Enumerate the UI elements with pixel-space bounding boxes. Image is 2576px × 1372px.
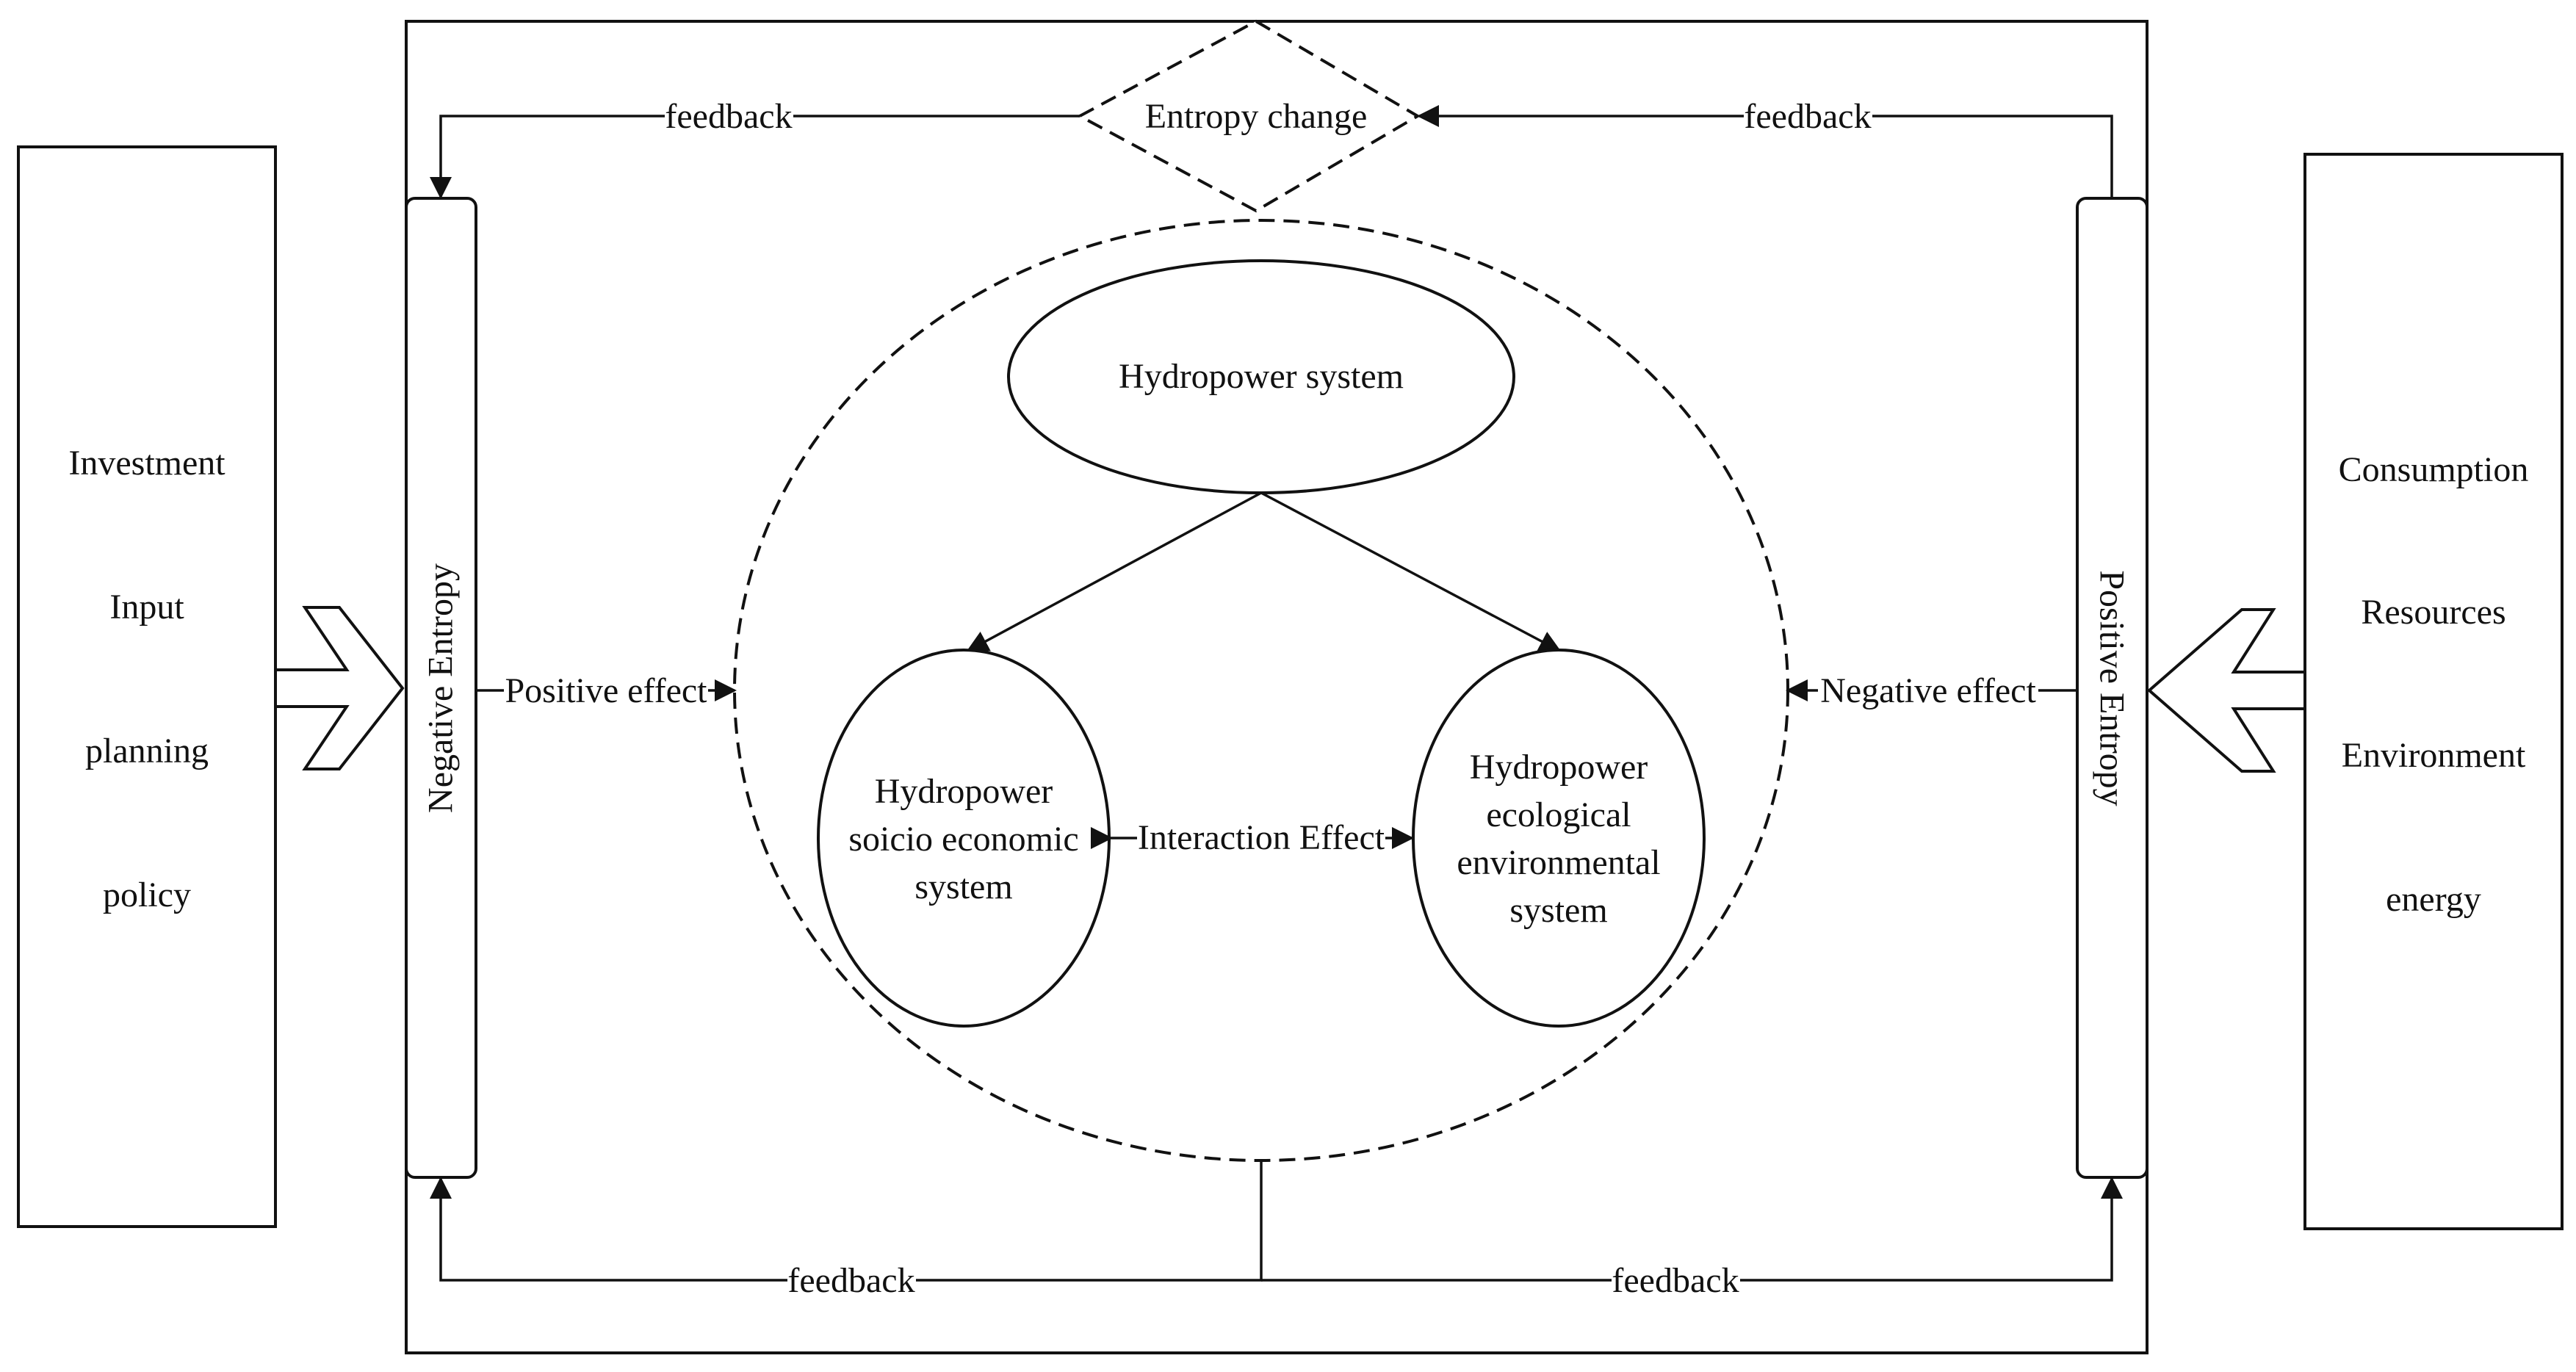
ecological-label-line1: Hydropower bbox=[1470, 748, 1648, 787]
ecological-label-line2: ecological bbox=[1486, 795, 1631, 834]
consumption-block-arrow bbox=[2146, 608, 2306, 773]
feedback-label-top-left: feedback bbox=[665, 97, 792, 136]
feedback-label-bottom-left: feedback bbox=[787, 1261, 914, 1300]
feedback-connector-bottom-right bbox=[1261, 1177, 2123, 1282]
entropy-change-diamond bbox=[1076, 19, 1421, 213]
input-item-planning: planning bbox=[85, 732, 209, 770]
ecological-label-line4: system bbox=[1509, 891, 1607, 930]
ecological-environmental-node bbox=[1412, 649, 1706, 1028]
input-item-input: Input bbox=[109, 588, 184, 627]
socio-economic-label-line2: soicio economic bbox=[848, 820, 1078, 859]
input-item-investment: Investment bbox=[68, 444, 226, 483]
input-panel bbox=[17, 145, 277, 1228]
feedback-connector-top-left bbox=[430, 115, 1080, 199]
input-item-policy: policy bbox=[103, 875, 191, 914]
entropy-change-label: Entropy change bbox=[1145, 97, 1368, 136]
consumption-item-environment: Environment bbox=[2342, 736, 2526, 775]
consumption-panel bbox=[2303, 153, 2564, 1230]
input-block-arrow bbox=[274, 606, 405, 770]
consumption-item-energy: energy bbox=[2386, 880, 2481, 919]
branch-arrow-socio bbox=[966, 491, 1262, 652]
feedback-label-top-right: feedback bbox=[1744, 97, 1871, 136]
positive-effect-label: Positive effect bbox=[505, 671, 707, 710]
socio-economic-label-line3: system bbox=[914, 867, 1012, 906]
socio-economic-label-line1: Hydropower bbox=[875, 772, 1053, 811]
negative-effect-label: Negative effect bbox=[1820, 671, 2036, 710]
interaction-effect-label: Interaction Effect bbox=[1138, 818, 1385, 857]
branch-arrow-ecological bbox=[1260, 491, 1562, 652]
feedback-label-bottom-right: feedback bbox=[1612, 1261, 1739, 1300]
feedback-connector-top-right bbox=[1417, 105, 2113, 198]
positive-entropy-label: Positive Entropy bbox=[2093, 570, 2132, 806]
negative-entropy-label: Negative Entropy bbox=[422, 563, 461, 813]
ecological-label-line3: environmental bbox=[1457, 843, 1660, 882]
consumption-item-resources: Resources bbox=[2361, 593, 2505, 632]
hydropower-system-label: Hydropower system bbox=[1119, 357, 1404, 396]
consumption-item-consumption: Consumption bbox=[2339, 450, 2529, 489]
